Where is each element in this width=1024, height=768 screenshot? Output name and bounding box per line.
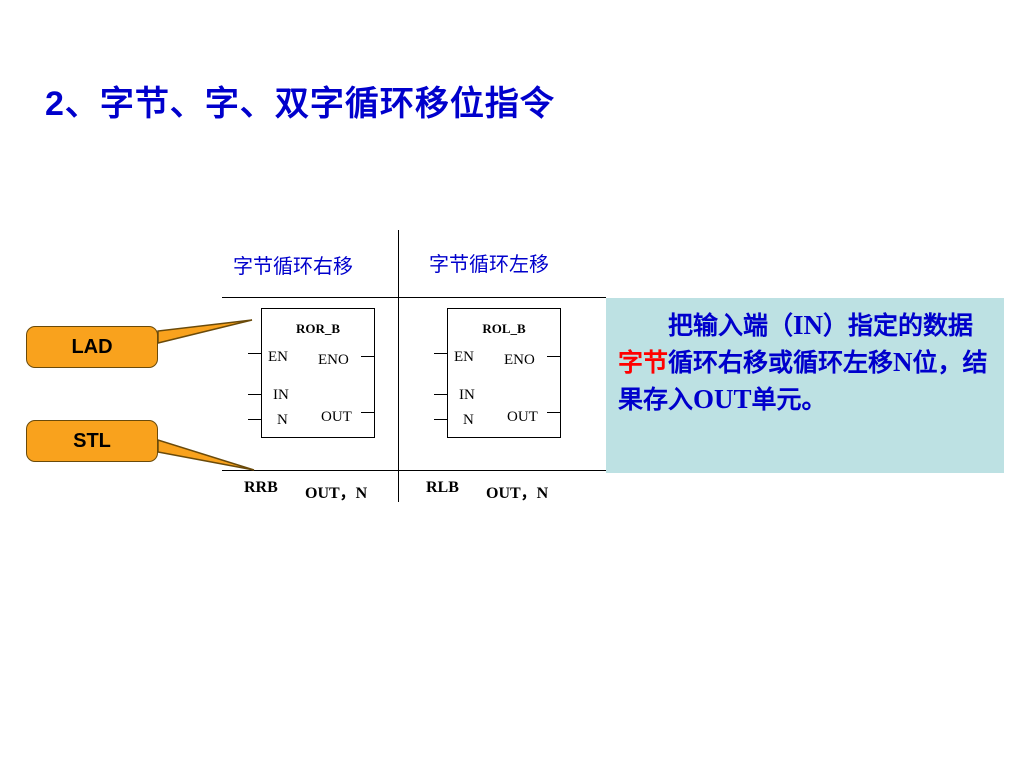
col2-header: 字节循环左移 bbox=[429, 252, 549, 276]
desc-highlight: 字节 bbox=[618, 348, 669, 377]
ror-b-block: ROR_B EN ENO IN N OUT bbox=[261, 308, 375, 438]
desc-part-8: 单元。 bbox=[751, 385, 827, 414]
ror-eno-wire bbox=[361, 356, 375, 357]
rol-n-wire bbox=[434, 419, 448, 420]
col1-header: 字节循环右移 bbox=[233, 254, 353, 278]
description-box: 把输入端（IN）指定的数据字节循环右移或循环左移N位，结果存入OUT单元。 bbox=[606, 298, 1004, 473]
ror-en-pin: EN bbox=[268, 349, 288, 365]
ror-n-wire bbox=[248, 419, 262, 420]
rol-n-pin: N bbox=[463, 412, 474, 428]
ror-eno-pin: ENO bbox=[318, 352, 349, 368]
stl-rlb-op: RLB bbox=[426, 479, 459, 496]
desc-part-3: ）指定的数据 bbox=[823, 311, 974, 340]
rol-out-wire bbox=[547, 412, 561, 413]
title-text: 、字节、字、双字循环移位指令 bbox=[64, 84, 555, 124]
ror-b-name: ROR_B bbox=[295, 321, 341, 336]
title-number: 2 bbox=[45, 85, 65, 123]
stl-rrb-args: OUT，N bbox=[305, 485, 368, 502]
ror-out-pin: OUT bbox=[321, 409, 352, 425]
ror-en-wire bbox=[248, 353, 262, 354]
desc-part-7: OUT bbox=[693, 384, 752, 414]
rol-en-pin: EN bbox=[454, 349, 474, 365]
table-line-top bbox=[222, 297, 606, 298]
desc-part-2: IN bbox=[793, 310, 824, 340]
desc-part-1: 把输入端（ bbox=[668, 311, 794, 340]
desc-part-6: 位，结果存入 bbox=[618, 348, 988, 414]
desc-part-4: 循环右移或循环左移 bbox=[668, 348, 894, 377]
lad-tag: LAD bbox=[26, 326, 158, 368]
desc-part-5: N bbox=[893, 347, 913, 377]
rol-out-pin: OUT bbox=[507, 409, 538, 425]
stl-tag: STL bbox=[26, 420, 158, 462]
rol-in-pin: IN bbox=[459, 387, 475, 403]
rol-b-name: ROL_B bbox=[482, 321, 526, 336]
stl-rrb-op: RRB bbox=[244, 479, 278, 496]
lad-pointer bbox=[157, 319, 253, 344]
ror-in-pin: IN bbox=[273, 387, 289, 403]
rol-in-wire bbox=[434, 394, 448, 395]
stl-rlb-args: OUT，N bbox=[486, 485, 549, 502]
rol-b-block: ROL_B EN ENO IN N OUT bbox=[447, 308, 561, 438]
table-line-bottom bbox=[222, 470, 606, 471]
rol-en-wire bbox=[434, 353, 448, 354]
ror-in-wire bbox=[248, 394, 262, 395]
ror-out-wire bbox=[361, 412, 375, 413]
rol-eno-pin: ENO bbox=[504, 352, 535, 368]
rol-eno-wire bbox=[547, 356, 561, 357]
stl-pointer bbox=[157, 438, 255, 471]
table-divider bbox=[398, 230, 399, 502]
slide-title: 2、字节、字、双字循环移位指令 bbox=[45, 76, 555, 125]
ror-n-pin: N bbox=[277, 412, 288, 428]
